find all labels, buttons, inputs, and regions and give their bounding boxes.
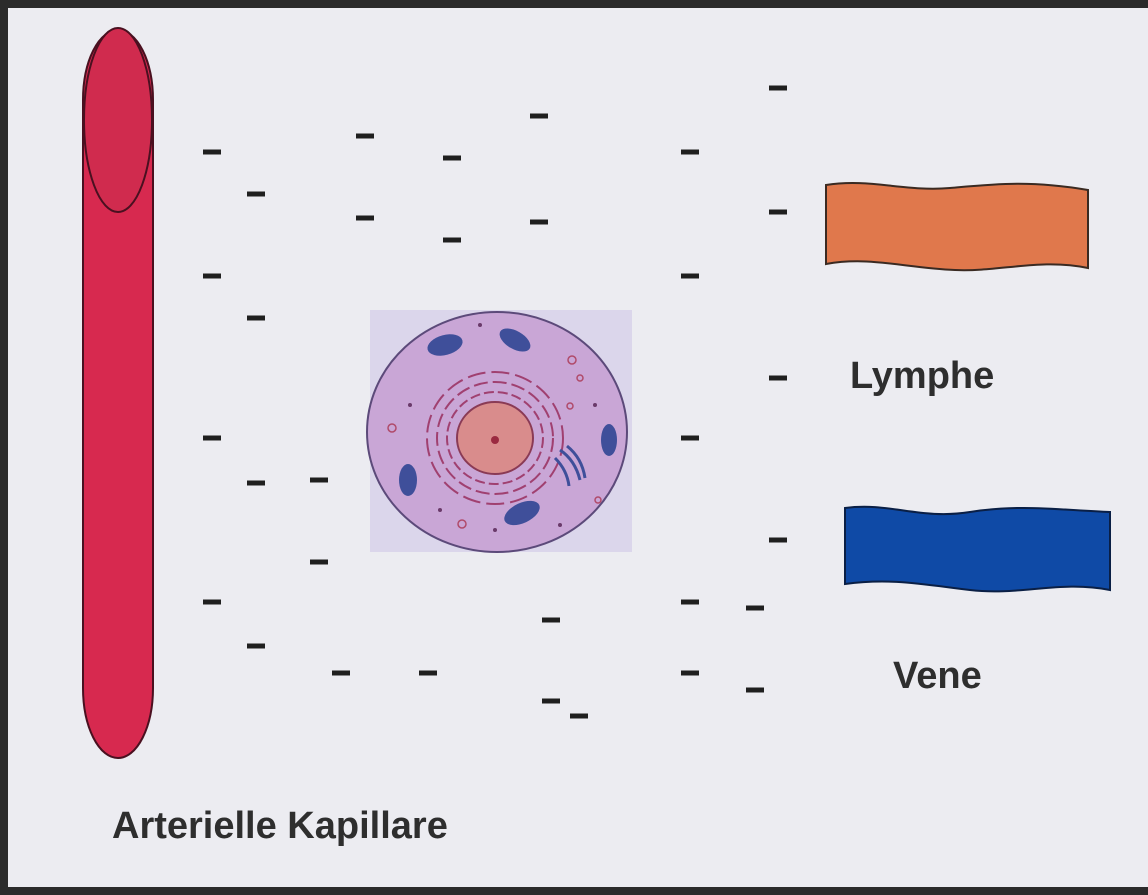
arterial-capillary-label: Arterielle Kapillare [112,805,448,848]
dash-particle [530,114,548,119]
dash-particle [443,238,461,243]
dash-particle [203,274,221,279]
lymph-label: Lymphe [850,355,994,398]
dash-particle [681,274,699,279]
dash-particle [332,671,350,676]
dash-particle [769,376,787,381]
vein-icon [845,507,1110,592]
dash-particle [356,216,374,221]
arterial-capillary-icon [83,28,153,758]
dash-particle [247,644,265,649]
lymph-vessel-icon [826,183,1088,270]
vein-label: Vene [893,655,982,698]
dash-particle [419,671,437,676]
nucleolus [491,436,499,444]
dash-particle [681,150,699,155]
dash-particle [570,714,588,719]
dash-particle [247,192,265,197]
dash-particle [681,436,699,441]
dash-particle [443,156,461,161]
dash-particle [746,606,764,611]
mitochondrion [399,464,417,496]
dash-particle [530,220,548,225]
dash-particle [542,618,560,623]
dash-particle [310,478,328,483]
cell-icon [367,310,632,552]
dash-particle [769,86,787,91]
dash-particle [746,688,764,693]
capillary-opening [84,28,152,212]
dash-particle [203,436,221,441]
dash-particle [203,150,221,155]
dash-particle [310,560,328,565]
dash-particle [247,481,265,486]
dash-particle [542,699,560,704]
dash-particle [769,210,787,215]
dash-particle [356,134,374,139]
dash-particle [681,671,699,676]
dash-particle [247,316,265,321]
dash-particle [203,600,221,605]
dash-particle [769,538,787,543]
dash-particle [681,600,699,605]
mitochondrion [601,424,617,456]
